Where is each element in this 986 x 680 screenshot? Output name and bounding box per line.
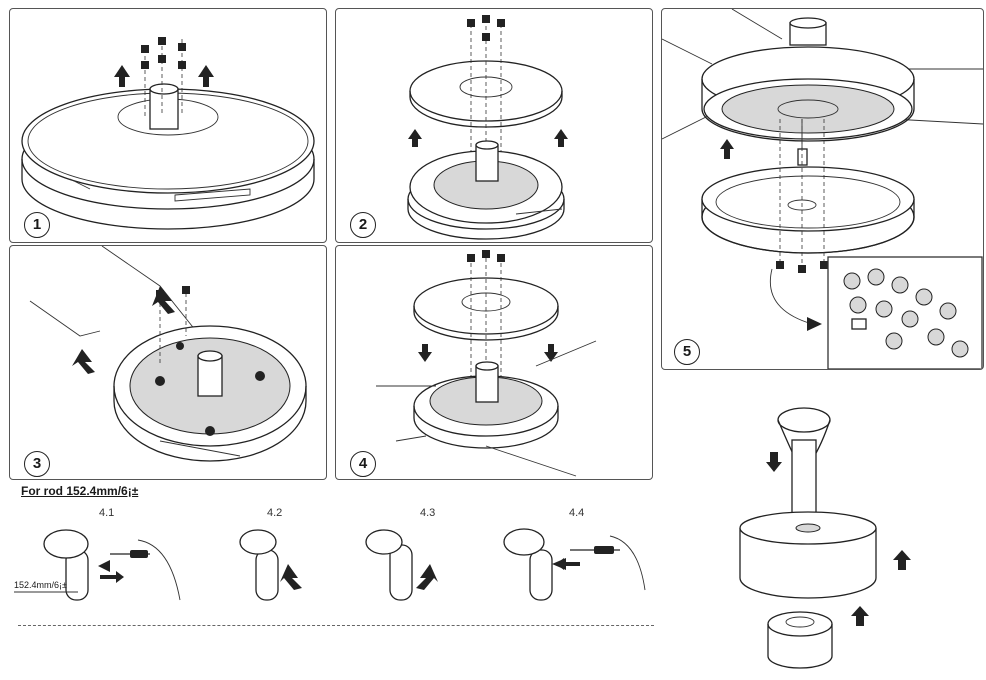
step-3-illustration [29,246,307,462]
substep-4-4-illustration [503,528,646,601]
substep-4-4-label: 4.4 [569,507,585,519]
substep-4-2-illustration [239,529,302,601]
rod-section-title: For rod 152.4mm/6¡± [21,484,139,498]
step-5-illustration [662,9,983,369]
step-3-number: 3 [24,451,50,477]
step-5-panel: 5 [661,8,984,370]
step-1-panel: 1 [9,8,327,243]
substep-4-1-illustration [14,529,181,601]
step-1-illustration [21,37,315,230]
step-3-panel: 3 [9,245,327,480]
rod-dimension-label: 152.4mm/6¡± [14,580,67,590]
step-4-illustration [376,250,597,477]
step-5-number: 5 [674,339,700,365]
step-2-number: 2 [350,212,376,238]
step-2-illustration [407,15,568,240]
section-divider [18,625,654,626]
substep-4-3-illustration [365,529,438,601]
step-1-number: 1 [24,212,50,238]
step-2-panel: 2 [335,8,653,243]
substep-4-2-label: 4.2 [267,507,283,519]
step-4-panel: 4 [335,245,653,480]
substep-4-3-label: 4.3 [420,507,436,519]
step-4-number: 4 [350,451,376,477]
canopy-rod-illustration [739,407,911,669]
substep-4-1-label: 4.1 [99,507,115,519]
